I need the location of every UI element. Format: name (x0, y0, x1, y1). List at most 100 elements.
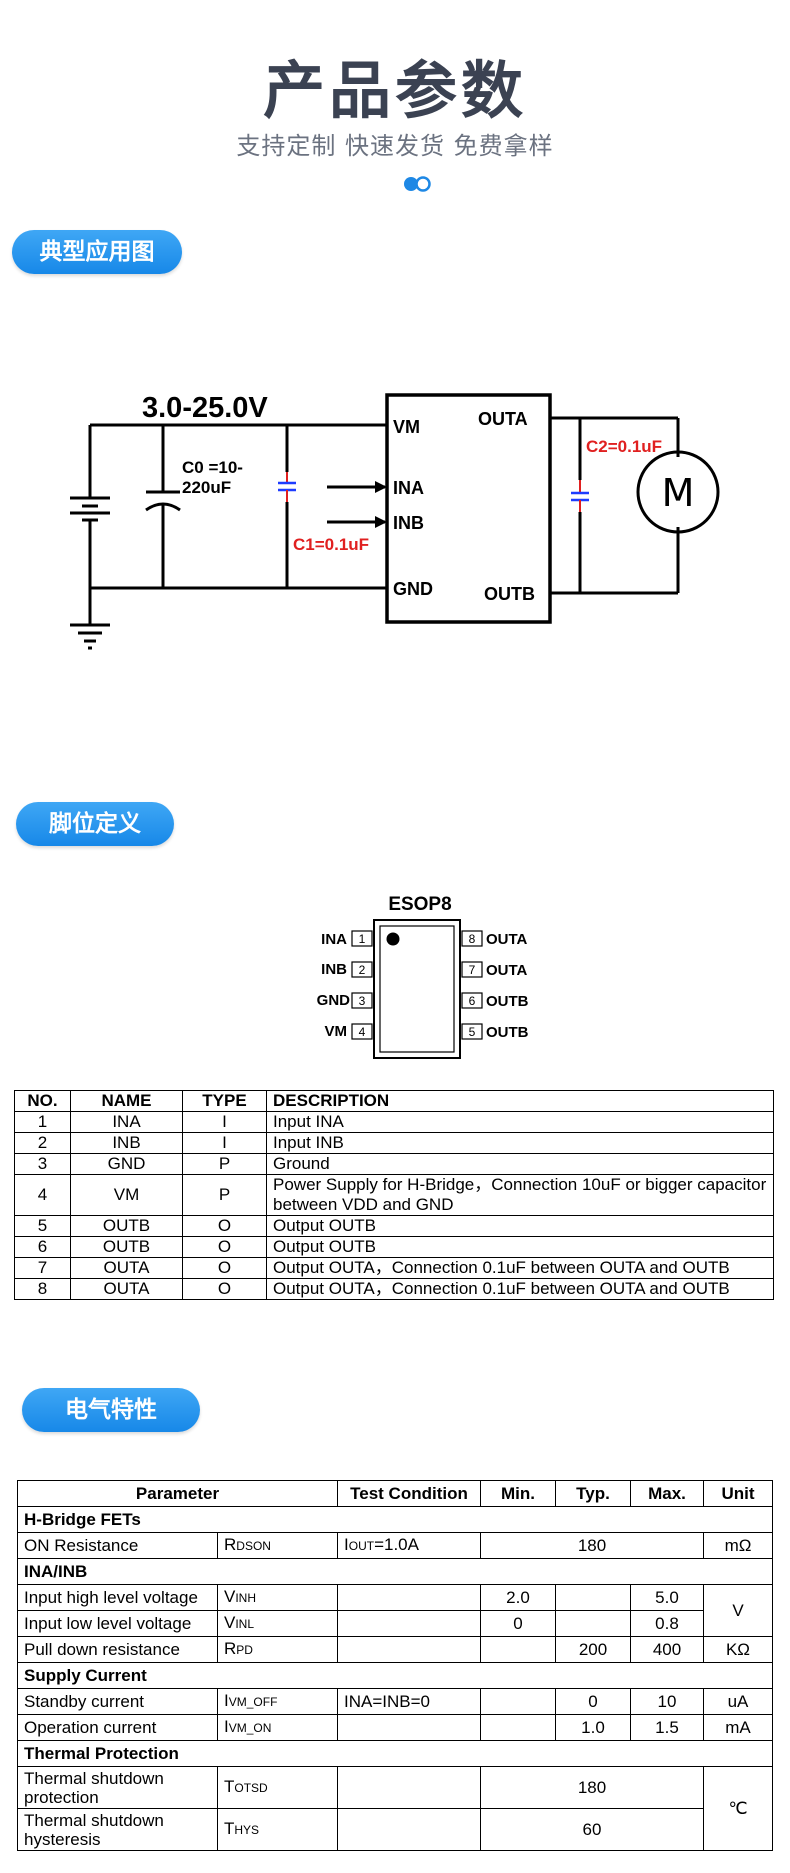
pkg-pin-num-3: 3 (359, 994, 366, 1008)
symbol-sub: HYS (234, 1823, 260, 1837)
symbol-main: V (224, 1587, 236, 1606)
table-row: Operation current IVM_ON 1.0 1.5 mA (17, 1714, 773, 1741)
group-row: H-Bridge FETs (17, 1506, 773, 1533)
cell-desc: Output OUTB (266, 1215, 774, 1237)
cell-name: INB (70, 1132, 183, 1154)
chip-pin-outb: OUTB (484, 584, 535, 604)
param-name: Pull down resistance (17, 1636, 218, 1663)
group-inab: INA/INB (17, 1558, 773, 1585)
cell-name: OUTA (70, 1278, 183, 1300)
param-condition: IOUT=1.0A (337, 1532, 481, 1559)
table-header-row: NO. NAME TYPE DESCRIPTION (14, 1090, 774, 1112)
col-header-unit: Unit (703, 1480, 773, 1507)
symbol-main: V (224, 1613, 236, 1632)
cell-type: O (182, 1278, 267, 1300)
cell-name: VM (70, 1174, 183, 1216)
cell-no: 1 (14, 1111, 71, 1133)
param-condition (337, 1610, 481, 1637)
cell-name: OUTB (70, 1215, 183, 1237)
param-name: ON Resistance (17, 1532, 218, 1559)
chip-pin-inb: INB (393, 513, 424, 533)
page-title: 产品参数 (262, 54, 527, 127)
param-condition (337, 1714, 481, 1741)
param-condition (337, 1766, 481, 1809)
symbol-main: T (224, 1777, 235, 1796)
cell-desc: Output OUTB (266, 1236, 774, 1258)
decorative-dots-icon (404, 176, 431, 192)
table-row: ON Resistance RDSON IOUT=1.0A 180 mΩ (17, 1532, 773, 1559)
param-min: 0 (480, 1610, 556, 1637)
col-header-type: TYPE (182, 1090, 267, 1112)
cell-type: P (182, 1153, 267, 1175)
param-name: Input high level voltage (17, 1584, 218, 1611)
param-name: Thermal shutdown hysteresis (17, 1808, 218, 1851)
param-condition (337, 1808, 481, 1851)
param-max: 5.0 (630, 1584, 704, 1611)
param-max: 0.8 (630, 1610, 704, 1637)
cell-no: 8 (14, 1278, 71, 1300)
group-supply: Supply Current (17, 1662, 773, 1689)
pkg-left-label-3: GND (317, 992, 351, 1009)
param-unit: V (703, 1584, 773, 1637)
param-symbol: TOTSD (217, 1766, 338, 1809)
cell-type: O (182, 1257, 267, 1279)
cond-sub: OUT (348, 1539, 375, 1553)
table-row: Pull down resistance RPD 200 400 KΩ (17, 1636, 773, 1663)
col-header-no: NO. (14, 1090, 71, 1112)
param-name: Standby current (17, 1688, 218, 1715)
table-row: Input high level voltage VINH 2.0 5.0 V (17, 1584, 773, 1637)
cell-no: 3 (14, 1153, 71, 1175)
cell-type: I (182, 1111, 267, 1133)
symbol-main: R (224, 1535, 237, 1554)
table-row: Input low level voltage VINL 0 0.8 (17, 1610, 773, 1637)
symbol-sub: INL (235, 1617, 255, 1631)
param-unit: KΩ (703, 1636, 773, 1663)
pin-definition-table: NO. NAME TYPE DESCRIPTION 1 INA I Input … (14, 1090, 774, 1300)
pkg-pin-num-8: 8 (469, 932, 476, 946)
symbol-main: T (224, 1819, 235, 1838)
table-row: 8 OUTA O Output OUTA，Connection 0.1uF be… (14, 1278, 774, 1300)
param-max: 1.5 (630, 1714, 704, 1741)
col-header-test-condition: Test Condition (337, 1480, 481, 1507)
package-name: ESOP8 (388, 894, 451, 915)
param-min (480, 1714, 556, 1741)
table-row: Thermal shutdown protection TOTSD 180 ℃ (17, 1766, 773, 1851)
table-header-row: Parameter Test Condition Min. Typ. Max. … (17, 1480, 773, 1507)
symbol-sub: DSON (236, 1539, 271, 1553)
table-row: 1 INA I Input INA (14, 1111, 774, 1133)
symbol-main: I (224, 1717, 229, 1736)
table-row: 5 OUTB O Output OUTB (14, 1215, 774, 1237)
group-thermal: Thermal Protection (17, 1740, 773, 1767)
param-unit: mA (703, 1714, 773, 1741)
param-min (480, 1688, 556, 1715)
cell-no: 5 (14, 1215, 71, 1237)
param-name: Input low level voltage (17, 1610, 218, 1637)
table-row: 2 INB I Input INB (14, 1132, 774, 1154)
circuit-c2-label: C2=0.1uF (586, 437, 662, 456)
cell-type: I (182, 1132, 267, 1154)
table-row: 3 GND P Ground (14, 1153, 774, 1175)
symbol-main: I (224, 1691, 229, 1710)
param-unit: ℃ (703, 1766, 773, 1851)
electrical-characteristics-table: Parameter Test Condition Min. Typ. Max. … (17, 1480, 773, 1851)
param-name: Operation current (17, 1714, 218, 1741)
section-pill-pin-def: 脚位定义 (16, 802, 174, 846)
cell-type: P (182, 1174, 267, 1216)
cell-desc: Input INA (266, 1111, 774, 1133)
group-row: Supply Current (17, 1662, 773, 1689)
group-hbridge: H-Bridge FETs (17, 1506, 773, 1533)
cell-type: O (182, 1236, 267, 1258)
group-row: INA/INB (17, 1558, 773, 1585)
param-unit: mΩ (703, 1532, 773, 1559)
col-header-typ: Typ. (555, 1480, 631, 1507)
esop8-package-diagram: ESOP8 INA INB GND VM OUTA OUTA OUTB OUTB… (317, 894, 529, 1059)
param-typ: 60 (480, 1808, 704, 1851)
param-typ: 1.0 (555, 1714, 631, 1741)
cell-desc: Input INB (266, 1132, 774, 1154)
cell-desc: Output OUTA，Connection 0.1uF between OUT… (266, 1278, 774, 1300)
param-condition (337, 1584, 481, 1611)
pkg-left-label-2: INB (321, 961, 347, 978)
cell-desc: Ground (266, 1153, 774, 1175)
application-circuit-diagram: 3.0-25.0V C0 =10- 220uF C1=0.1uF C2=0.1u… (70, 392, 720, 650)
table-row: 6 OUTB O Output OUTB (14, 1236, 774, 1258)
